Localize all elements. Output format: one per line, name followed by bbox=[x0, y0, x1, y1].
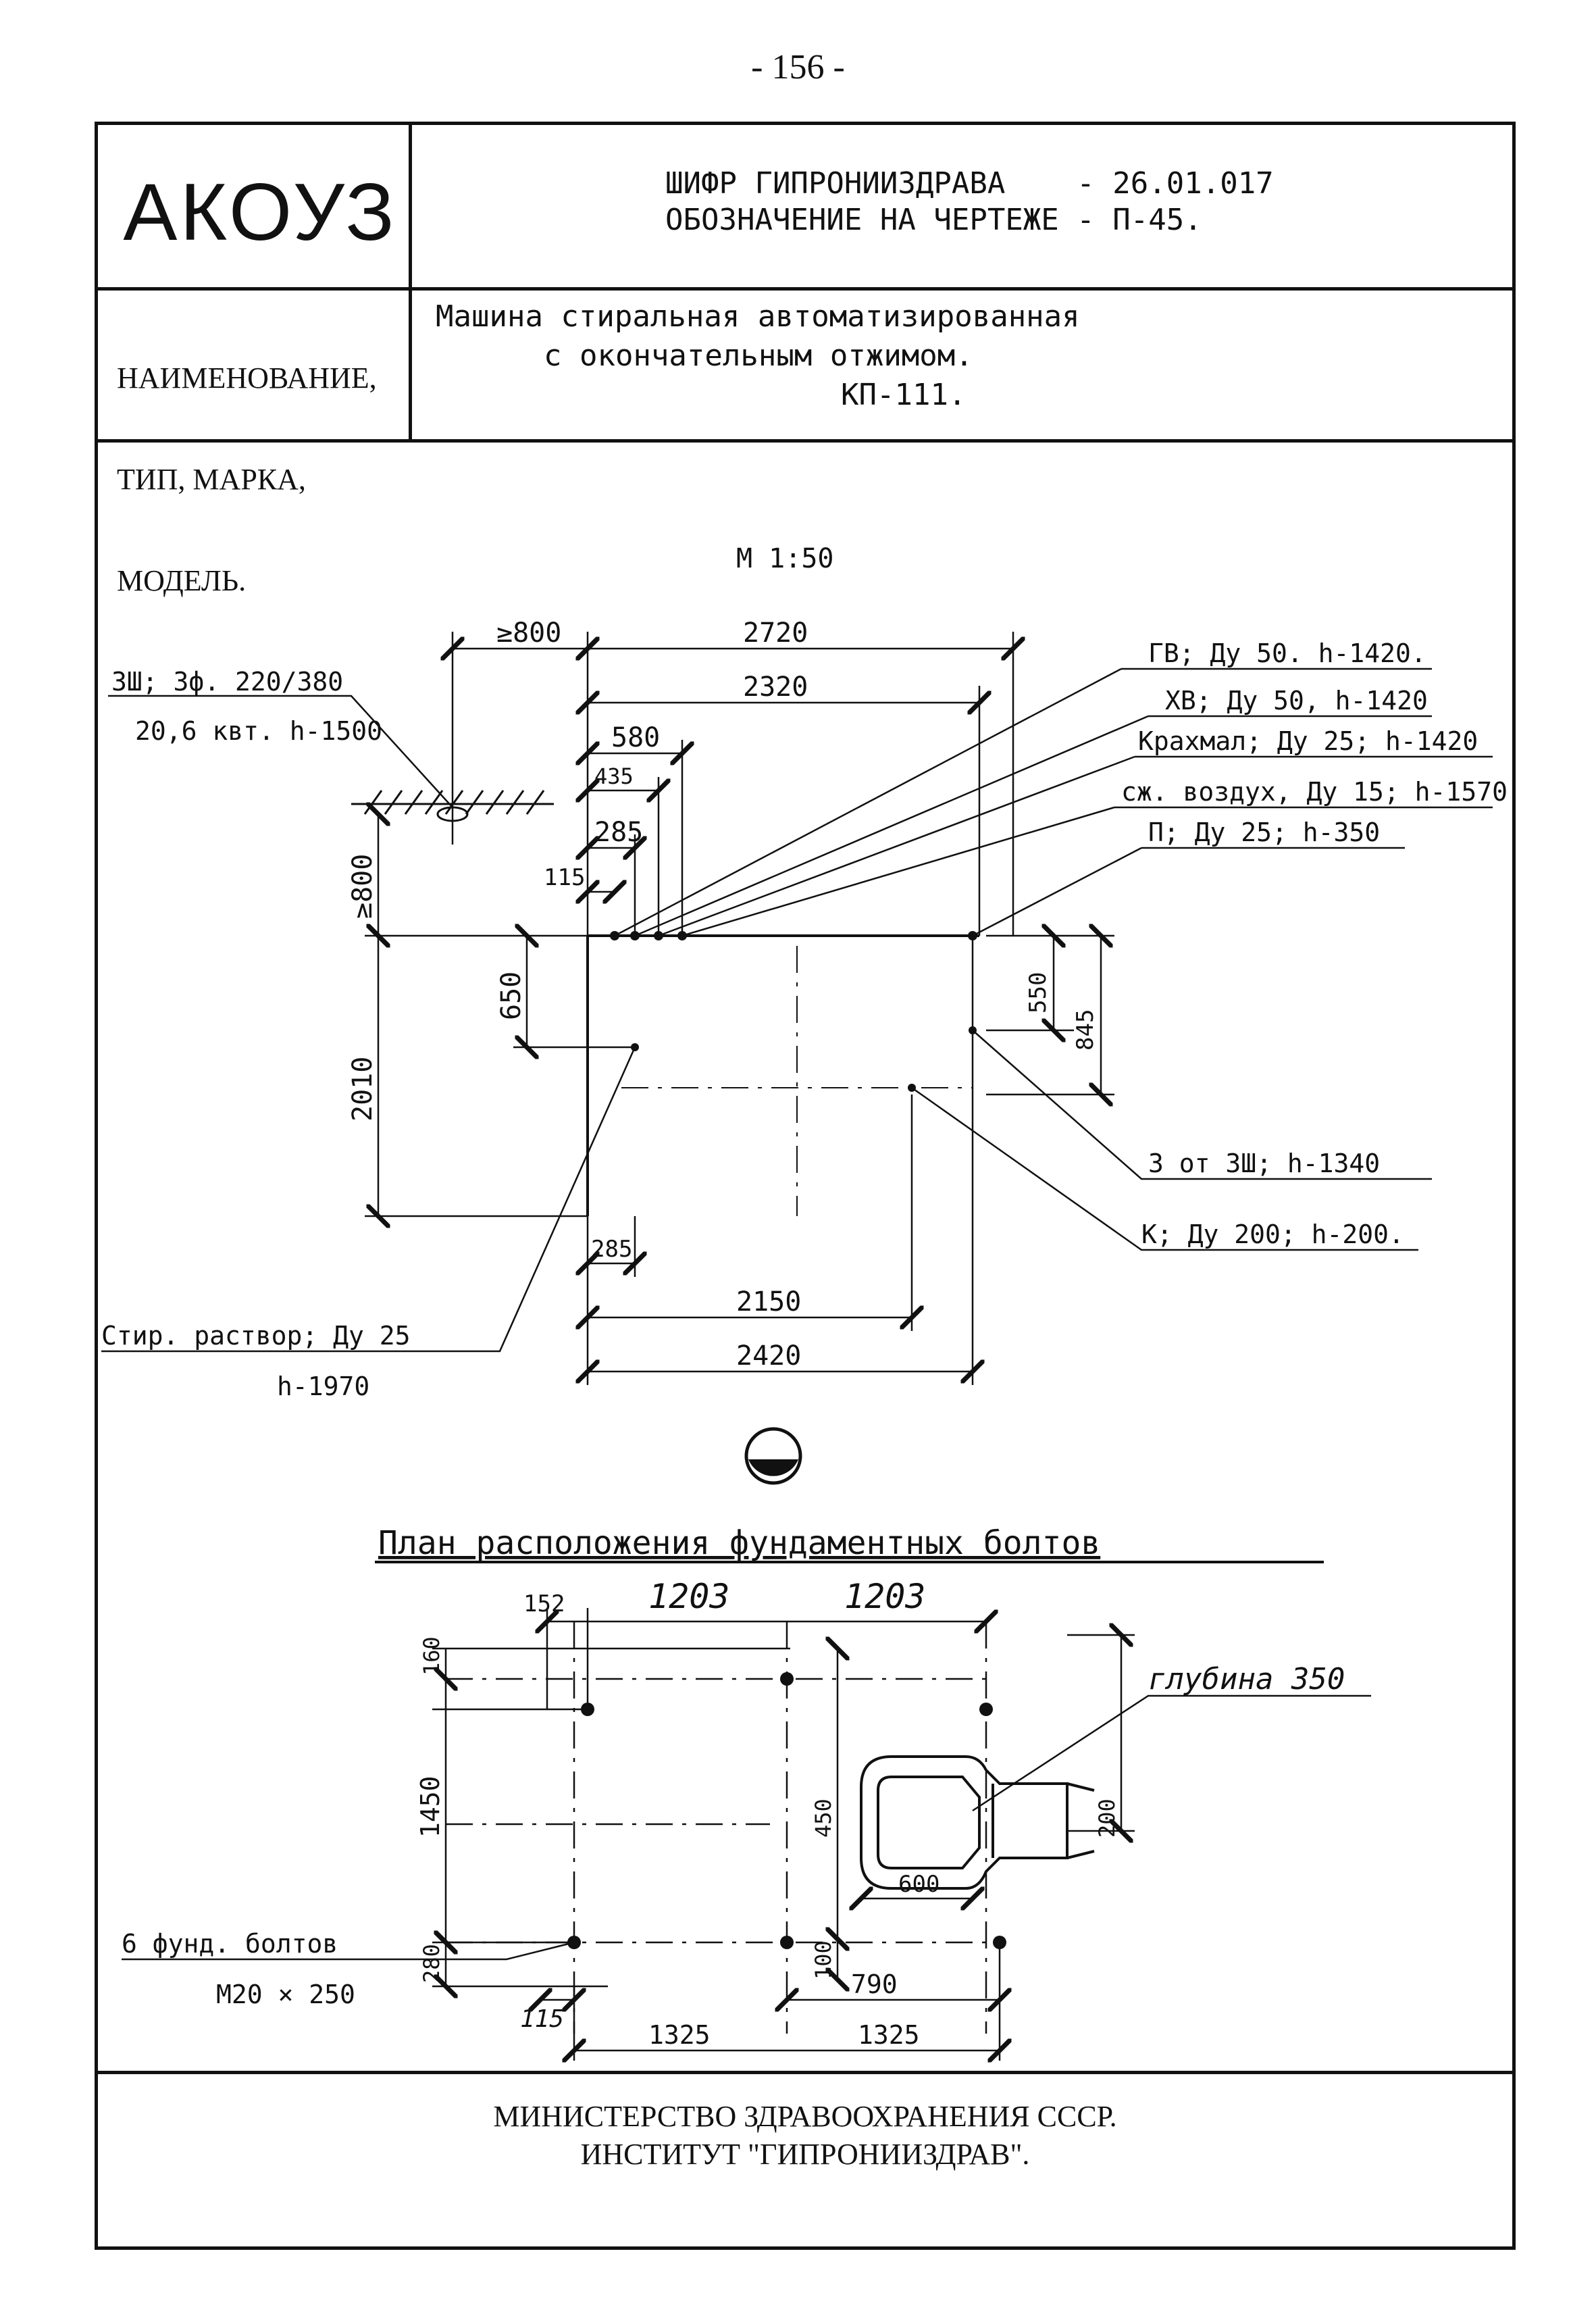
drain-label: К; Ду 200; h-200. bbox=[1141, 1219, 1404, 1249]
bolt-plan-title: План расположения фундаментных болтов bbox=[378, 1524, 1100, 1562]
dim-1203-a: 1203 bbox=[648, 1577, 729, 1616]
institute-name: ИНСТИТУТ "ГИПРОНИИЗДРАВ". bbox=[580, 2138, 1030, 2171]
cold-water-label: ХВ; Ду 50, h-1420 bbox=[1165, 686, 1428, 715]
dim-600: 600 bbox=[898, 1871, 939, 1898]
dim-650: 650 bbox=[496, 972, 527, 1020]
name-label: НАИМЕНОВАНИЕ, ТИП, МАРКА, МОДЕЛЬ. bbox=[117, 294, 377, 665]
dim-2010: 2010 bbox=[347, 1057, 378, 1122]
footer-divider bbox=[98, 2071, 1512, 2074]
machine-outline bbox=[586, 934, 979, 1216]
drain-pit bbox=[860, 1755, 1095, 1890]
dim-min800-left: ≥800 bbox=[347, 854, 378, 919]
equipment-name-line: Машина стиральная автоматизированная bbox=[436, 299, 1080, 334]
name-label-line: МОДЕЛЬ. bbox=[117, 564, 247, 597]
grounding-label: З от ЗШ; h-1340 bbox=[1148, 1149, 1380, 1178]
dim-2320: 2320 bbox=[743, 672, 808, 703]
dim-115: 115 bbox=[544, 864, 585, 891]
cipher-line: ШИФР ГИПРОНИИЗДРАВА - 26.01.017 bbox=[665, 166, 1274, 201]
dim-1325-b: 1325 bbox=[858, 2020, 920, 2050]
bolt-axis-lines bbox=[446, 1621, 1000, 2034]
equipment-name: Машина стиральная автоматизированная с о… bbox=[436, 297, 1080, 415]
dim-435: 435 bbox=[594, 763, 634, 789]
pit-depth-label: глубина 350 bbox=[1148, 1662, 1345, 1696]
ministry-name: МИНИСТЕРСТВО ЗДРАВООХРАНЕНИЯ СССР. bbox=[493, 2100, 1117, 2133]
dim-115-bolt: 115 bbox=[520, 2005, 564, 2033]
orientation-symbol bbox=[744, 1427, 802, 1485]
dim-200: 200 bbox=[1094, 1799, 1120, 1838]
dim-2720: 2720 bbox=[743, 618, 808, 649]
steam-label: П; Ду 25; h-350 bbox=[1148, 818, 1380, 847]
dim-285-top: 285 bbox=[594, 817, 643, 848]
equipment-model: КП-111. bbox=[841, 378, 967, 412]
footer: МИНИСТЕРСТВО ЗДРАВООХРАНЕНИЯ СССР. ИНСТИ… bbox=[98, 2098, 1512, 2173]
wash-solution-label: Стир. раствор; Ду 25 bbox=[101, 1321, 411, 1351]
page-number: - 156 - bbox=[751, 48, 845, 86]
electric-supply-label: ЗШ; 3ф. 220/380 bbox=[111, 667, 343, 697]
header-column-divider bbox=[409, 125, 412, 439]
bolts-count-label: 6 фунд. болтов bbox=[122, 1929, 338, 1959]
dim-550: 550 bbox=[1025, 972, 1052, 1013]
scale-label: М 1:50 bbox=[736, 543, 834, 574]
dimension-texts-1: ≥800 2720 2320 580 435 285 115 285 2150 … bbox=[347, 618, 1099, 1372]
dim-285-bottom: 285 bbox=[591, 1236, 632, 1263]
connection-labels: ЗШ; 3ф. 220/380 20,6 квт. h-1500 ГВ; Ду … bbox=[101, 638, 1508, 1401]
wash-solution-height: h-1970 bbox=[277, 1372, 369, 1401]
axis-lines bbox=[621, 946, 973, 1216]
dimension-lines-1 bbox=[365, 632, 1114, 1385]
name-label-line: НАИМЕНОВАНИЕ, bbox=[117, 361, 377, 395]
foundation-bolts bbox=[567, 1672, 1006, 1949]
dim-152: 152 bbox=[523, 1590, 565, 1617]
dim-min800-top: ≥800 bbox=[496, 618, 561, 649]
header-divider bbox=[98, 287, 1512, 291]
leader-lines-1 bbox=[101, 668, 1493, 1353]
dim-280: 280 bbox=[419, 1944, 444, 1983]
dim-790: 790 bbox=[851, 1969, 898, 1999]
bolt-labels: глубина 350 6 фунд. болтов М20 × 250 bbox=[122, 1662, 1345, 2009]
electric-power-label: 20,6 квт. h-1500 bbox=[135, 716, 382, 746]
dim-845: 845 bbox=[1072, 1009, 1099, 1051]
dimension-texts-2: 152 1203 1203 160 1450 280 450 100 600 2… bbox=[415, 1577, 1120, 2050]
name-divider bbox=[98, 439, 1512, 443]
dim-1325-a: 1325 bbox=[648, 2020, 711, 2050]
hot-water-label: ГВ; Ду 50. h-1420. bbox=[1148, 638, 1426, 668]
dim-450: 450 bbox=[810, 1799, 836, 1838]
equipment-code: АКОУЗ bbox=[123, 167, 397, 257]
compressed-air-label: сж. воздух, Ду 15; h-1570 bbox=[1121, 777, 1508, 807]
dimension-lines-2 bbox=[432, 1608, 1135, 2061]
dim-100: 100 bbox=[810, 1940, 836, 1980]
dim-580: 580 bbox=[611, 722, 660, 753]
dim-2420: 2420 bbox=[736, 1340, 801, 1372]
connection-points bbox=[610, 931, 977, 1092]
leader-lines-2 bbox=[122, 1694, 1371, 1961]
equipment-name-line: с окончательным отжимом. bbox=[544, 338, 973, 373]
starch-label: Крахмал; Ду 25; h-1420 bbox=[1138, 726, 1478, 756]
bolts-size-label: М20 × 250 bbox=[216, 1980, 355, 2009]
dim-160: 160 bbox=[419, 1636, 444, 1676]
dim-2150: 2150 bbox=[736, 1286, 801, 1317]
dim-1203-b: 1203 bbox=[844, 1577, 925, 1616]
name-label-line: ТИП, МАРКА, bbox=[117, 463, 306, 496]
designation-line: ОБОЗНАЧЕНИЕ НА ЧЕРТЕЖЕ - П-45. bbox=[665, 203, 1202, 237]
dim-1450: 1450 bbox=[415, 1776, 445, 1838]
